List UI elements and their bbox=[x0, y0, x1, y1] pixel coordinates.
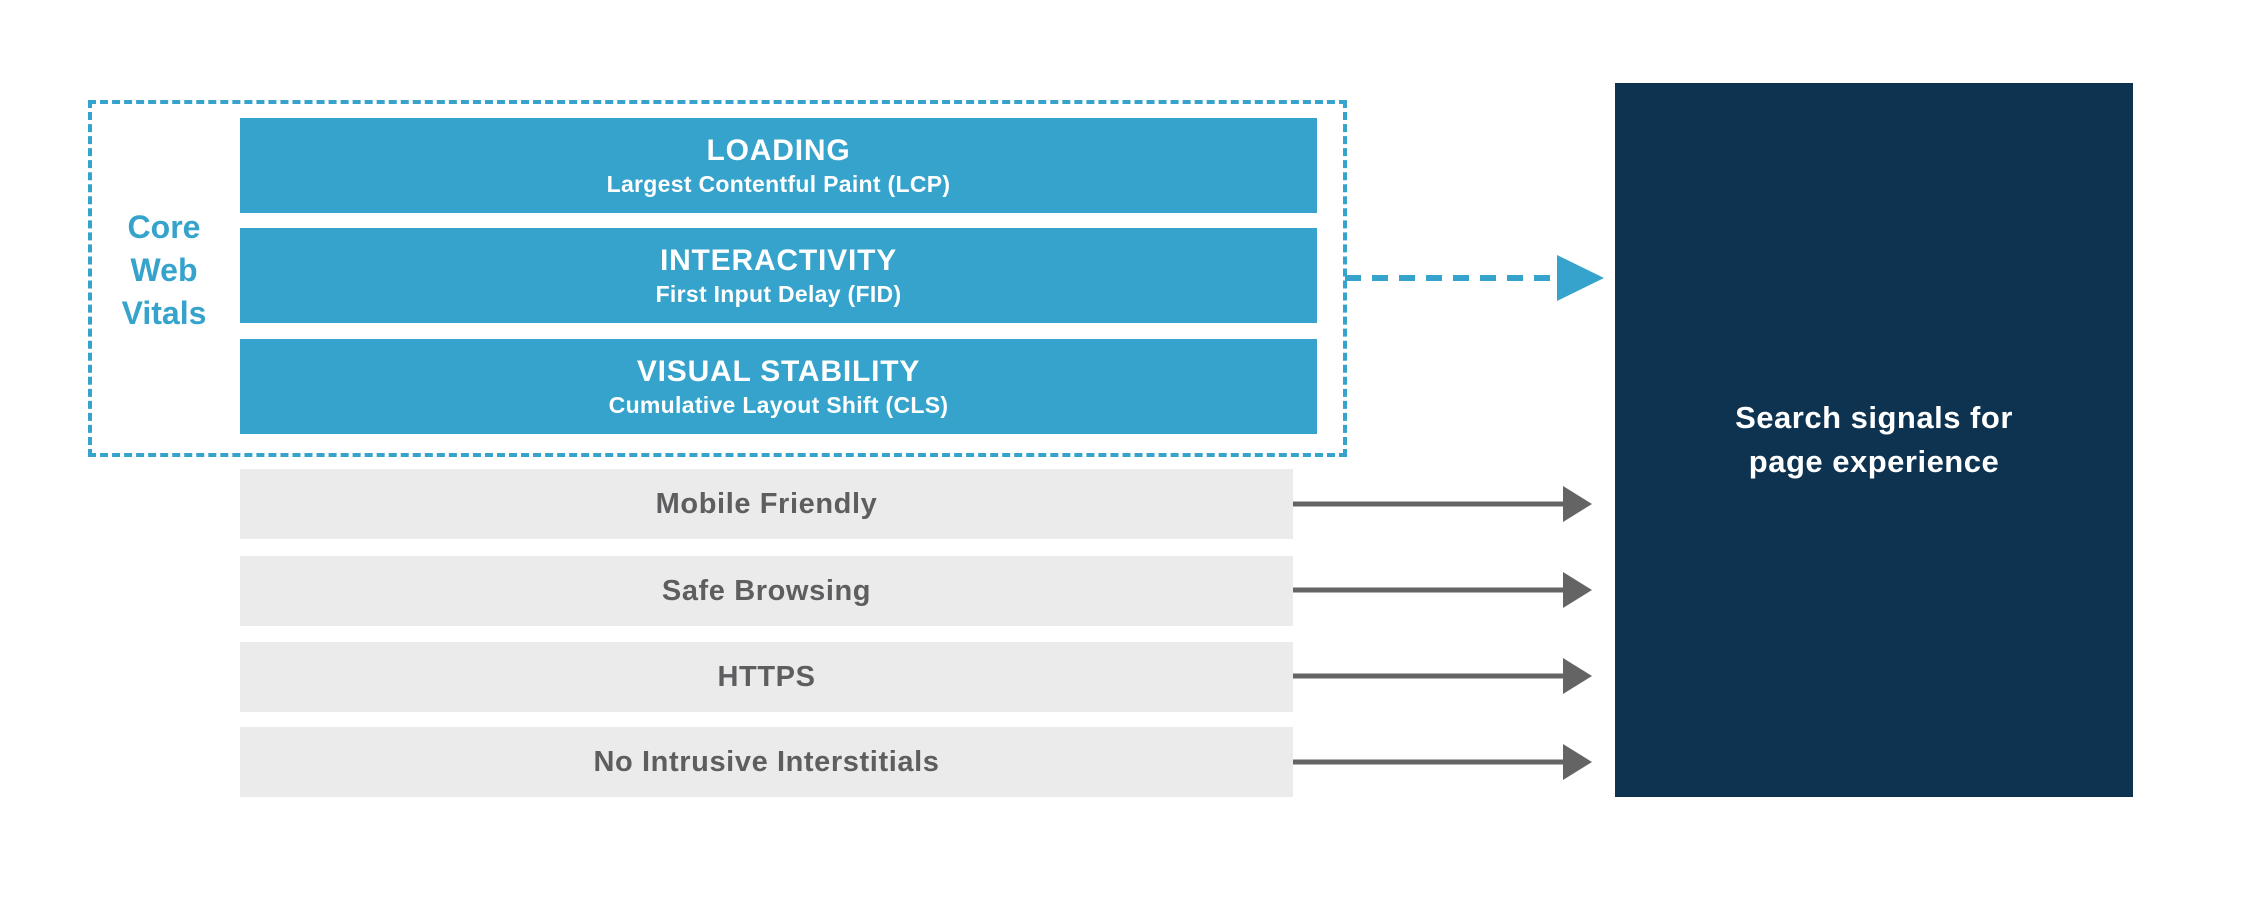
signal-label-safe-browsing: Safe Browsing bbox=[661, 574, 872, 607]
solid-arrow-icon-https bbox=[1293, 658, 1592, 694]
search-signals-result-box: Search signals for page experience bbox=[1615, 83, 2133, 797]
metric-bar-visual-stability: VISUAL STABILITY Cumulative Layout Shift… bbox=[240, 339, 1317, 434]
signal-label-no-intrusive-interstitials: No Intrusive Interstitials bbox=[593, 745, 940, 778]
signal-label-https: HTTPS bbox=[717, 660, 816, 693]
metric-bar-loading: LOADING Largest Contentful Paint (LCP) bbox=[240, 118, 1317, 213]
core-web-vitals-label-line-1: Core bbox=[127, 209, 201, 245]
signal-label-mobile-friendly: Mobile Friendly bbox=[655, 487, 878, 520]
metric-subtitle-fid: First Input Delay (FID) bbox=[655, 281, 902, 307]
result-box-line-2: page experience bbox=[1748, 444, 2000, 479]
metric-subtitle-cls: Cumulative Layout Shift (CLS) bbox=[608, 392, 949, 418]
metric-bar-interactivity: INTERACTIVITY First Input Delay (FID) bbox=[240, 228, 1317, 323]
result-box-line-1: Search signals for bbox=[1735, 400, 2013, 435]
metric-subtitle-lcp: Largest Contentful Paint (LCP) bbox=[606, 171, 951, 197]
metric-title-loading: LOADING bbox=[706, 134, 851, 167]
dashed-arrow-icon bbox=[1345, 255, 1604, 301]
metric-title-interactivity: INTERACTIVITY bbox=[659, 244, 898, 277]
solid-arrow-icon-safe-browsing bbox=[1293, 572, 1592, 608]
signal-bar-mobile-friendly: Mobile Friendly bbox=[240, 469, 1293, 539]
core-web-vitals-label: Core Web Vitals bbox=[88, 206, 240, 335]
signal-bar-https: HTTPS bbox=[240, 642, 1293, 712]
core-web-vitals-label-line-3: Vitals bbox=[121, 295, 207, 331]
signal-bar-no-intrusive-interstitials: No Intrusive Interstitials bbox=[240, 727, 1293, 797]
signal-bar-safe-browsing: Safe Browsing bbox=[240, 556, 1293, 626]
solid-arrow-icon-no-intrusive-interstitials bbox=[1293, 744, 1592, 780]
solid-arrow-icon-mobile-friendly bbox=[1293, 486, 1592, 522]
metric-title-visual-stability: VISUAL STABILITY bbox=[636, 355, 921, 388]
core-web-vitals-label-line-2: Web bbox=[130, 252, 198, 288]
